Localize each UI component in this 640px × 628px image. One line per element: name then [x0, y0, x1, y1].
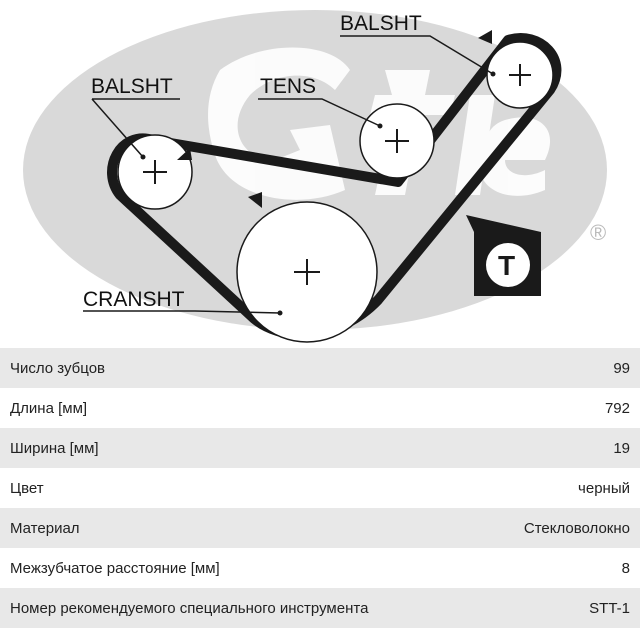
- table-row: Материал Стекловолокно: [0, 508, 640, 548]
- timing-mark-balsht-right: [478, 30, 492, 44]
- table-row: Ширина [мм] 19: [0, 428, 640, 468]
- tool-badge: T: [466, 215, 541, 296]
- spec-name: Межзубчатое расстояние [мм]: [10, 559, 220, 577]
- spec-name: Цвет: [10, 479, 44, 497]
- table-row: Длина [мм] 792: [0, 388, 640, 428]
- belt-routing-diagram: ®: [23, 10, 607, 343]
- table-row: Число зубцов 99: [0, 348, 640, 388]
- spec-value: STT-1: [589, 599, 630, 617]
- label-balsht-right: BALSHT: [340, 12, 422, 35]
- table-row: Цвет черный: [0, 468, 640, 508]
- spec-value: черный: [578, 479, 630, 497]
- spec-name: Число зубцов: [10, 359, 106, 377]
- label-balsht-left: BALSHT: [91, 75, 173, 98]
- spec-value: 8: [621, 559, 630, 577]
- spec-table: Число зубцов 99 Длина [мм] 792 Ширина [м…: [0, 348, 640, 628]
- diagram-svg: ®: [23, 10, 607, 343]
- spec-name: Длина [мм]: [10, 399, 88, 417]
- table-row: Межзубчатое расстояние [мм] 8: [0, 548, 640, 588]
- leader-lines: [83, 35, 494, 314]
- pulley-balsht-left: [117, 134, 193, 210]
- pulley-balsht-right: [486, 41, 554, 109]
- table-row: Номер рекомендуемого специального инстру…: [0, 588, 640, 628]
- timing-mark-cranksht: [248, 192, 262, 208]
- timing-mark-balsht-left: [177, 148, 192, 160]
- label-tens: TENS: [260, 75, 316, 98]
- spec-name: Ширина [мм]: [10, 439, 99, 457]
- spec-value: Стекловолокно: [523, 519, 630, 537]
- spec-value: 99: [613, 359, 630, 377]
- pulley-cranksht: [236, 201, 378, 343]
- pulley-tens: [359, 103, 435, 179]
- registered-mark: ®: [590, 220, 606, 245]
- spec-value: 19: [613, 439, 630, 457]
- tool-badge-letter: T: [498, 250, 515, 281]
- spec-name: Материал: [10, 519, 80, 537]
- label-cranksht: CRANSHT: [83, 288, 185, 311]
- spec-name: Номер рекомендуемого специального инстру…: [10, 599, 369, 617]
- spec-value: 792: [604, 399, 630, 417]
